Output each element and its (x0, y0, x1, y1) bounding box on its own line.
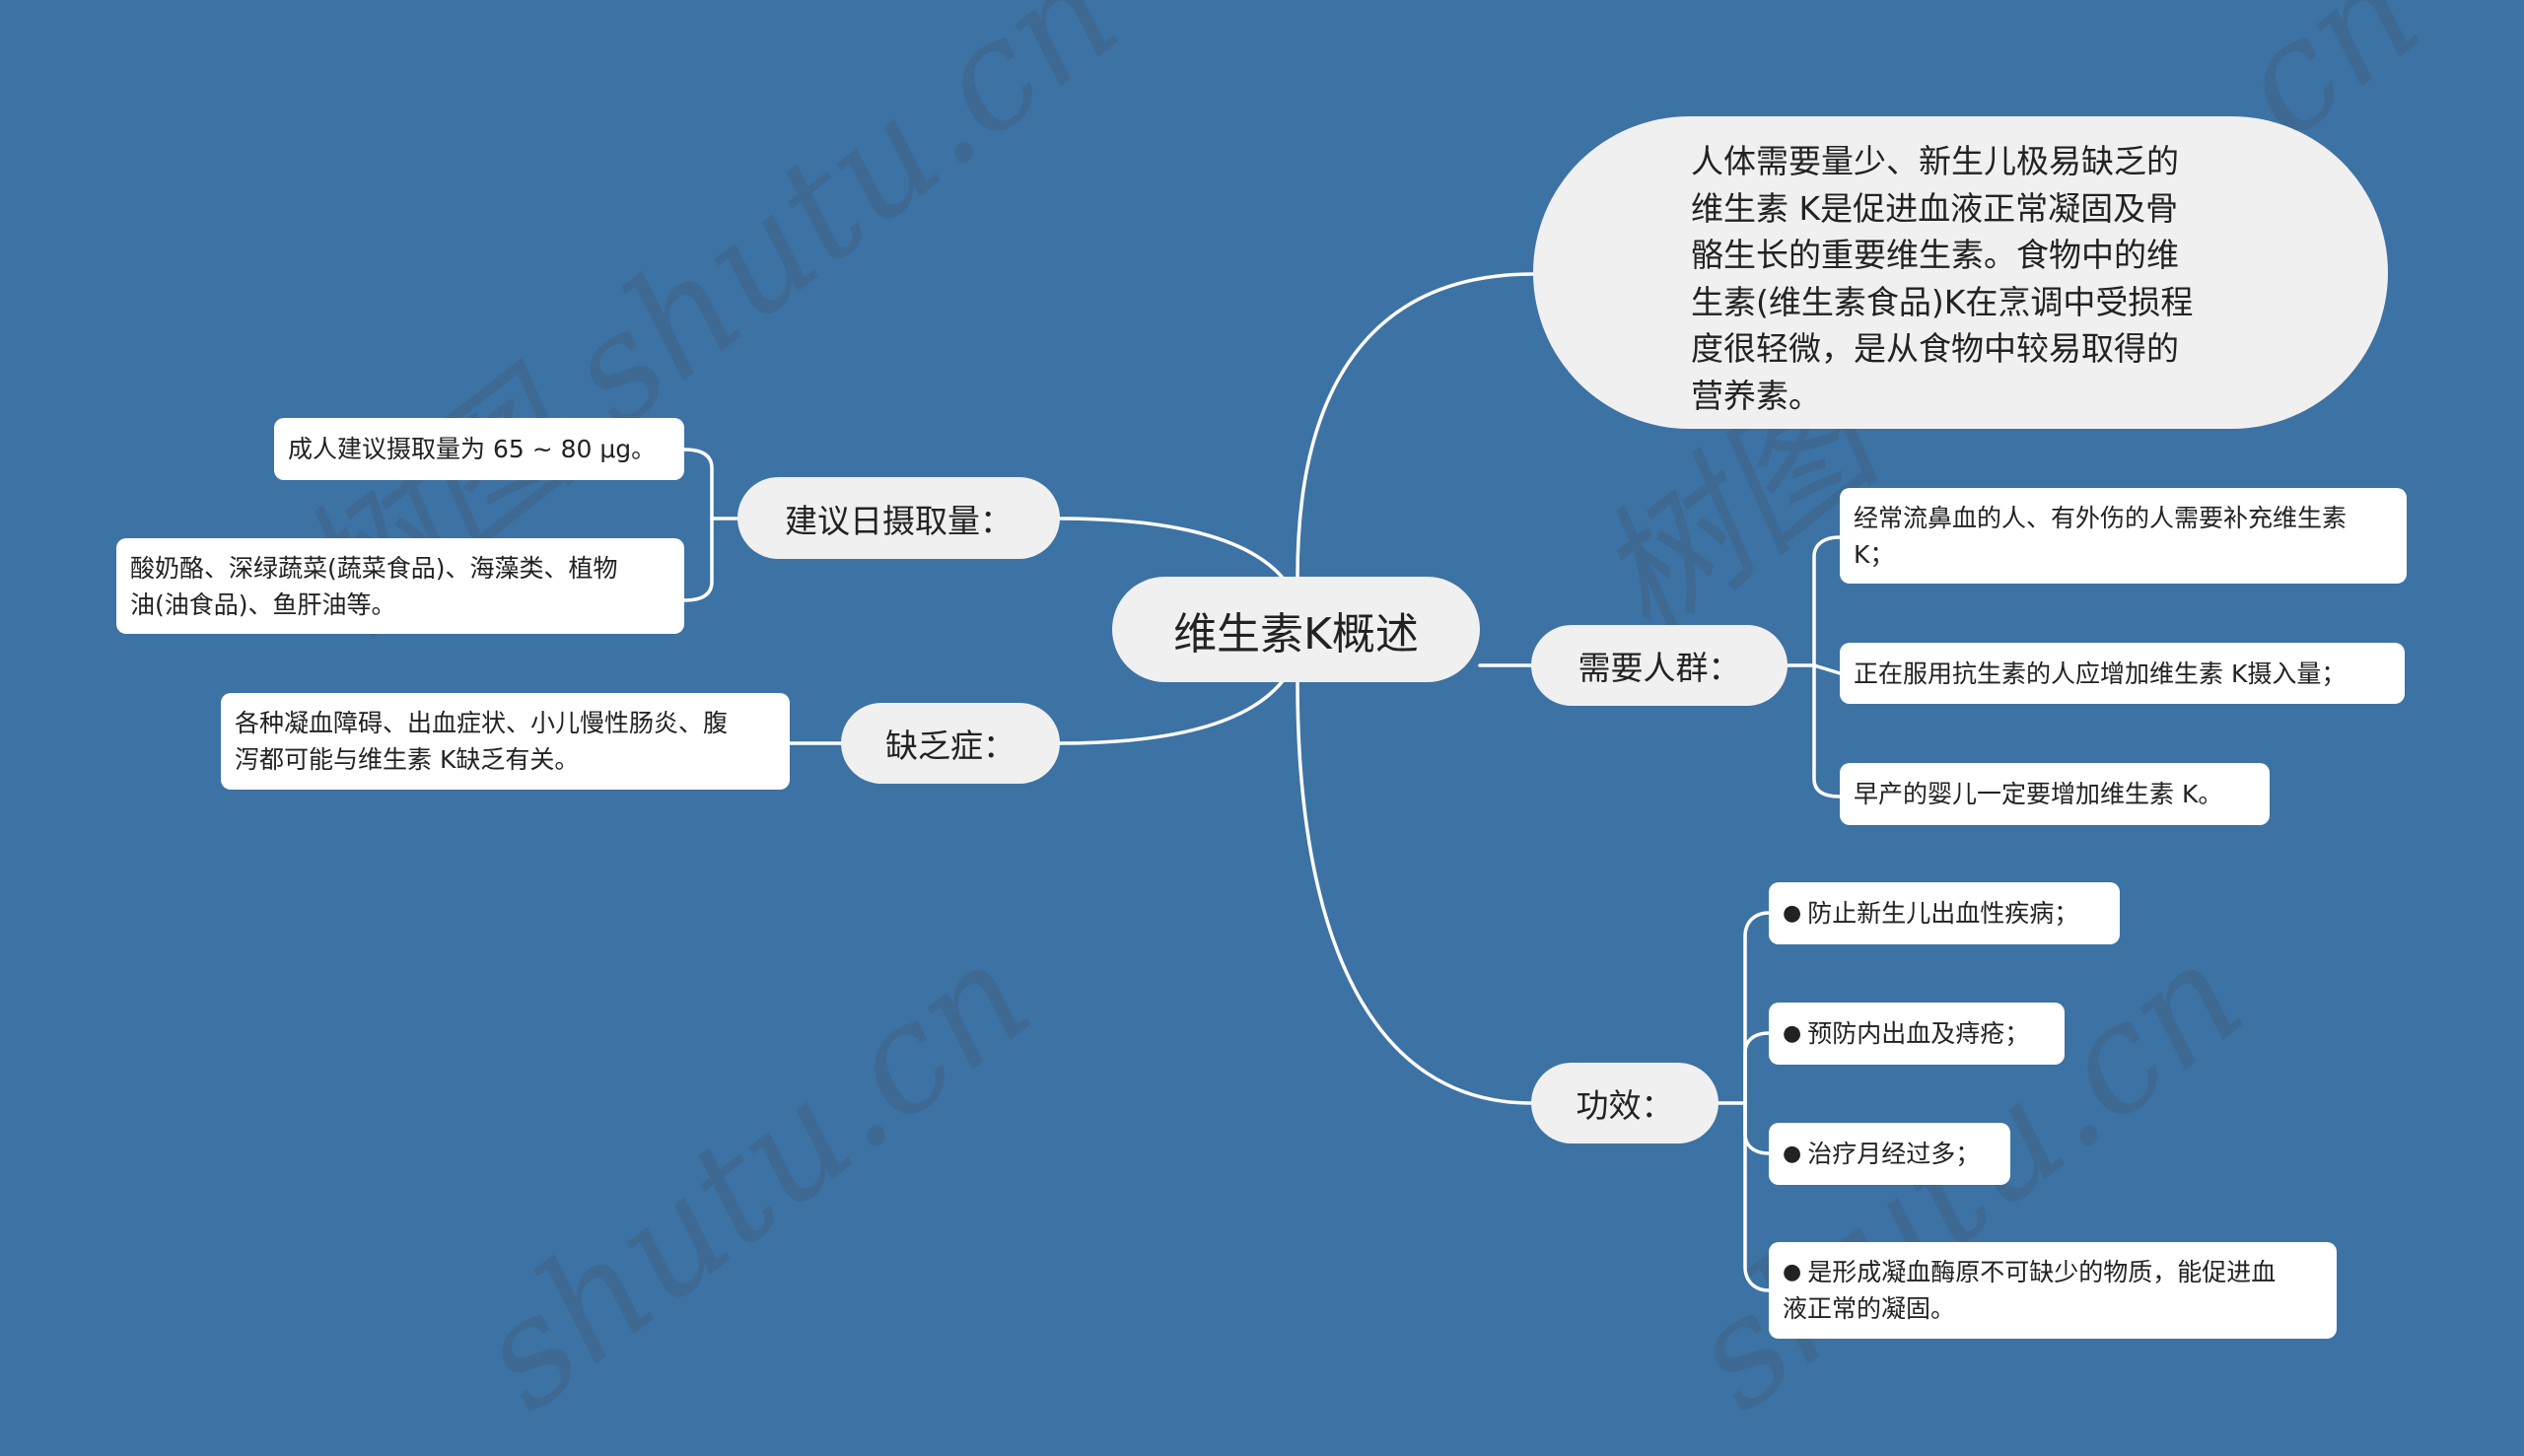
leaf-intake-amount[interactable]: 成人建议摄取量为 65 ~ 80 μg。 (274, 418, 684, 480)
description-line: 维生素 K是促进血液正常凝固及骨 (1691, 188, 2179, 228)
leaf-effects-bleeding[interactable]: ● 预防内出血及痔疮； (1769, 1003, 2065, 1065)
leaf-text: 正在服用抗生素的人应增加维生素 K摄入量； (1854, 659, 2347, 688)
leaf-people-antibiotics[interactable]: 正在服用抗生素的人应增加维生素 K摄入量； (1840, 643, 2405, 704)
leaf-effects-prothrombin[interactable]: ● 是形成凝血酶原不可缺少的物质，能促进血 液正常的凝固。 (1769, 1242, 2337, 1339)
branch-deficiency[interactable]: 缺乏症： (841, 703, 1060, 784)
branch-intake[interactable]: 建议日摄取量： (737, 477, 1060, 559)
link-root-effects (1296, 680, 1533, 1105)
leaf-text: 预防内出血及痔疮； (1807, 1019, 2030, 1048)
leaf-intake-foods[interactable]: 酸奶酪、深绿蔬菜(蔬菜食品)、海藻类、植物 油(油食品)、鱼肝油等。 (116, 538, 684, 634)
bullet-icon: ● (1783, 1142, 1802, 1166)
bullet-icon: ● (1783, 1260, 1802, 1284)
branch-intake-label: 建议日摄取量： (785, 501, 1013, 540)
leaf-text: K； (1854, 539, 1895, 569)
description-node[interactable]: 人体需要量少、新生儿极易缺乏的 维生素 K是促进血液正常凝固及骨 骼生长的重要维… (1533, 116, 2388, 429)
description-line: 骼生长的重要维生素。食物中的维 (1691, 236, 2179, 274)
description-line: 生素(维生素食品)K在烹调中受损程 (1691, 282, 2194, 321)
leaf-text: 防止新生儿出血性疾病； (1807, 899, 2079, 928)
description-line: 人体需要量少、新生儿极易缺乏的 (1691, 142, 2179, 180)
root-label: 维生素K概述 (1173, 608, 1419, 659)
leaf-text: 是形成凝血酶原不可缺少的物质，能促进血 (1807, 1258, 2277, 1286)
link-root-deficiency (1058, 680, 1284, 745)
branch-people[interactable]: 需要人群： (1531, 625, 1788, 706)
leaf-text: 经常流鼻血的人、有外伤的人需要补充维生素 (1854, 503, 2348, 532)
link-root-description (1296, 272, 1535, 579)
description-line: 度很轻微，是从食物中较易取得的 (1691, 329, 2179, 368)
leaf-people-nosebleed[interactable]: 经常流鼻血的人、有外伤的人需要补充维生素 K； (1840, 488, 2407, 584)
branch-deficiency-label: 缺乏症： (885, 727, 1016, 765)
leaf-people-premature[interactable]: 早产的婴儿一定要增加维生素 K。 (1840, 763, 2270, 825)
leaf-effects-menstrual[interactable]: ● 治疗月经过多； (1769, 1123, 2010, 1185)
description-line: 营养素。 (1691, 376, 1821, 415)
leaf-text: 治疗月经过多； (1807, 1140, 1981, 1168)
leaf-text: 成人建议摄取量为 65 ~ 80 μg。 (288, 435, 657, 463)
leaf-text: 早产的婴儿一定要增加维生素 K。 (1854, 780, 2223, 808)
watermark: shutu.cn (446, 910, 1062, 1443)
leaf-text: 泻都可能与维生素 K缺乏有关。 (235, 745, 580, 774)
bullet-icon: ● (1783, 901, 1802, 926)
root-node[interactable]: 维生素K概述 (1112, 577, 1480, 682)
leaf-text: 酸奶酪、深绿蔬菜(蔬菜食品)、海藻类、植物 (130, 553, 618, 583)
branch-effects[interactable]: 功效： (1531, 1063, 1718, 1144)
leaf-text: 各种凝血障碍、出血症状、小儿慢性肠炎、腹 (235, 709, 729, 737)
branch-people-label: 需要人群： (1578, 649, 1741, 687)
link-root-intake (1058, 517, 1284, 579)
leaf-text: 油(油食品)、鱼肝油等。 (130, 589, 396, 619)
leaf-deficiency-symptoms[interactable]: 各种凝血障碍、出血症状、小儿慢性肠炎、腹 泻都可能与维生素 K缺乏有关。 (221, 693, 790, 790)
branch-effects-label: 功效： (1576, 1086, 1674, 1125)
leaf-text: 液正常的凝固。 (1783, 1294, 1956, 1323)
leaf-effects-newborn[interactable]: ● 防止新生儿出血性疾病； (1769, 882, 2120, 944)
bullet-icon: ● (1783, 1021, 1802, 1046)
